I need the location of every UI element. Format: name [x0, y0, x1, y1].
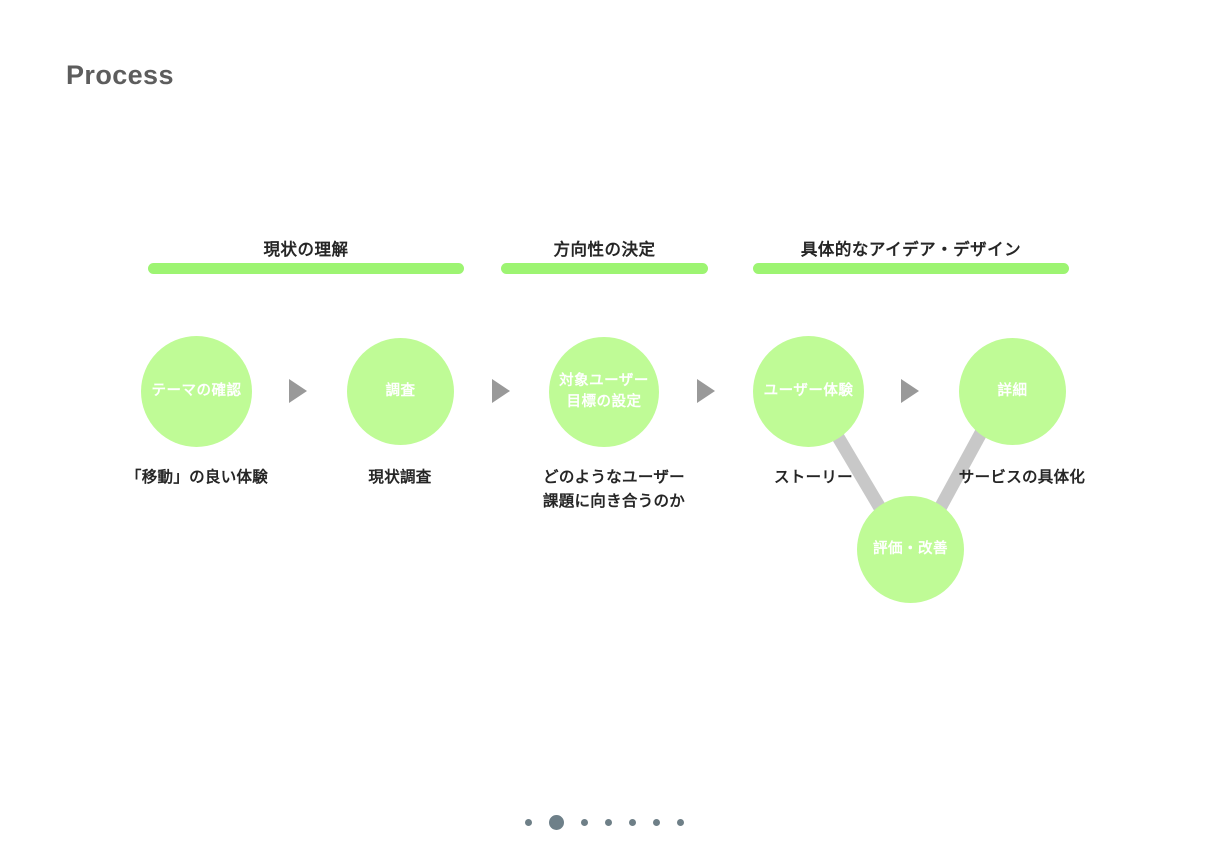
node-label: 詳細 [997, 382, 1028, 399]
pagination-dot[interactable] [581, 818, 588, 826]
phase-bar [148, 263, 464, 274]
caption-research: 現状調査 [368, 469, 432, 486]
node-theme-confirmation: テーマの確認 [141, 336, 252, 447]
caption-theme: 「移動」の良い体験 [125, 469, 269, 486]
pagination-dot[interactable] [653, 818, 660, 826]
node-label: テーマの確認 [151, 382, 242, 399]
phase-label: 具体的なアイデア・デザイン [800, 241, 1022, 259]
arrow-right-icon [697, 379, 715, 403]
node-detail: 詳細 [959, 338, 1066, 445]
pagination-dot[interactable] [525, 818, 532, 826]
node-label: ユーザー体験 [763, 382, 854, 399]
pagination-dot[interactable] [605, 818, 612, 826]
node-research: 調査 [347, 338, 454, 445]
arrow-right-icon [901, 379, 919, 403]
phase-label: 方向性の決定 [553, 241, 656, 259]
node-evaluation-improvement: 評価・改善 [857, 496, 964, 603]
arrow-right-icon [492, 379, 510, 403]
page-title: Process [66, 60, 174, 90]
node-user-experience: ユーザー体験 [753, 336, 864, 447]
phase-label: 現状の理解 [263, 241, 349, 259]
phase-bar [753, 263, 1069, 274]
pagination-dot[interactable] [677, 818, 684, 826]
pagination-dots[interactable] [0, 811, 1209, 833]
caption-service-concretization: サービスの具体化 [958, 469, 1086, 486]
pagination-dot[interactable] [629, 818, 636, 826]
pagination-dot-active[interactable] [549, 814, 564, 830]
node-label: 対象ユーザー 目標の設定 [559, 372, 649, 410]
caption-story: ストーリー [773, 469, 853, 486]
node-label: 評価・改善 [873, 540, 948, 557]
node-label: 調査 [385, 382, 416, 399]
arrow-right-icon [289, 379, 307, 403]
caption-target-user: どのようなユーザー 課題に向き合うのか [542, 469, 686, 511]
node-target-user-goal: 対象ユーザー 目標の設定 [549, 337, 659, 447]
phase-bar [501, 263, 708, 274]
